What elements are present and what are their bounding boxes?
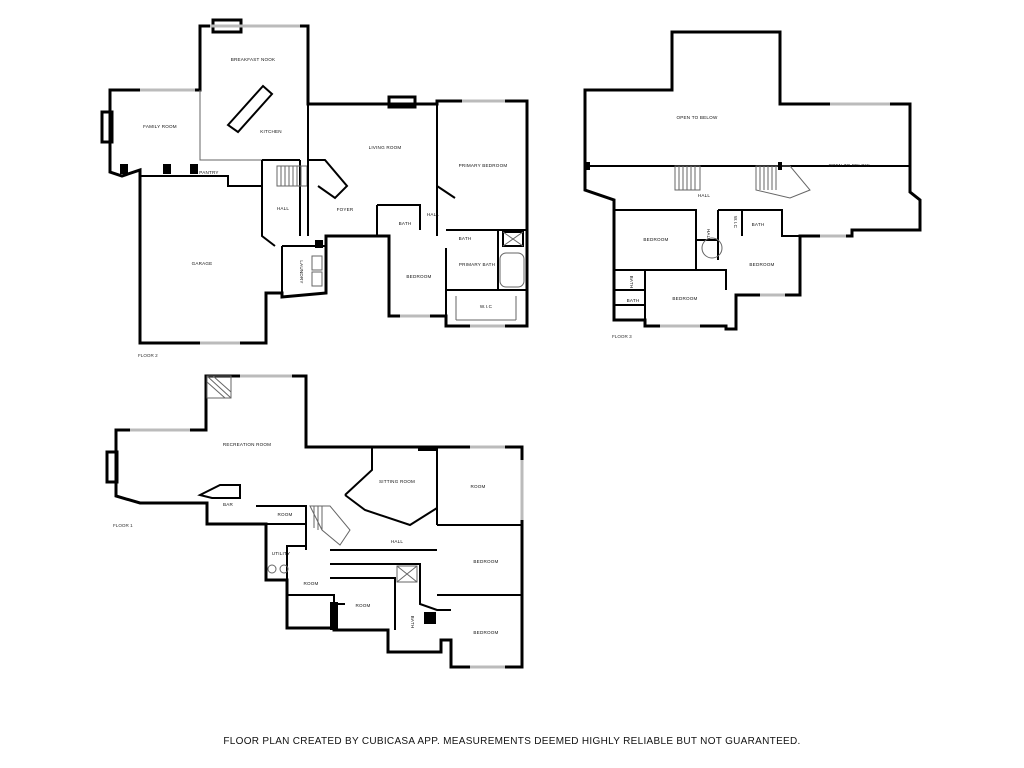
label-bath-2: BATH bbox=[629, 276, 634, 289]
label-bedroom: BEDROOM bbox=[406, 274, 431, 279]
label-bath-2: BATH bbox=[459, 236, 472, 241]
label-kitchen: KITCHEN bbox=[260, 129, 282, 134]
label-bedroom-1: BEDROOM bbox=[643, 237, 668, 242]
label-breakfast-nook: BREAKFAST NOOK bbox=[231, 57, 276, 62]
label-wic: W.I.C bbox=[480, 304, 493, 309]
floor-2-label: FLOOR 2 bbox=[138, 353, 158, 358]
label-hall-vertical: HALL bbox=[706, 229, 711, 242]
label-primary-bedroom: PRIMARY BEDROOM bbox=[459, 163, 508, 168]
label-utility: UTILITY bbox=[272, 551, 291, 556]
label-family-room: FAMILY ROOM bbox=[143, 124, 177, 129]
label-hall: HALL bbox=[277, 206, 290, 211]
label-living-room: LIVING ROOM bbox=[369, 145, 402, 150]
floor-1-label: FLOOR 1 bbox=[113, 523, 133, 528]
label-room-3: ROOM bbox=[303, 581, 318, 586]
label-hall: HALL bbox=[391, 539, 404, 544]
label-bath: BATH bbox=[399, 221, 412, 226]
label-bedroom-2: BEDROOM bbox=[473, 630, 498, 635]
label-bedroom-3: BEDROOM bbox=[672, 296, 697, 301]
label-sitting-room: SITTING ROOM bbox=[379, 479, 415, 484]
label-bath: BATH bbox=[752, 222, 765, 227]
label-wic: W.I.C bbox=[733, 216, 738, 229]
floor-3-label: FLOOR 3 bbox=[612, 334, 632, 339]
label-primary-bath: PRIMARY BATH bbox=[459, 262, 495, 267]
floor-2-plan: BREAKFAST NOOK FAMILY ROOM KITCHEN PANTR… bbox=[100, 18, 529, 358]
label-bedroom-1: BEDROOM bbox=[473, 559, 498, 564]
label-foyer: FOYER bbox=[337, 207, 354, 212]
label-bar: BAR bbox=[223, 502, 234, 507]
label-open-to-below: OPEN TO BELOW bbox=[677, 115, 718, 120]
label-pantry: PANTRY bbox=[199, 170, 218, 175]
label-garage: GARAGE bbox=[192, 261, 213, 266]
floor-1-plan: RECREATION ROOM SITTING ROOM ROOM BAR RO… bbox=[105, 374, 524, 669]
label-laundry: LAUNDRY bbox=[299, 260, 304, 283]
label-room-1: ROOM bbox=[470, 484, 485, 489]
floor-3-plan: OPEN TO BELOW OPEN TO BELOW HALL BEDROOM… bbox=[583, 30, 922, 339]
disclaimer-footer: FLOOR PLAN CREATED BY CUBICASA APP. MEAS… bbox=[223, 736, 801, 747]
label-bath: BATH bbox=[410, 616, 415, 629]
label-open-to-below-2: OPEN TO BELOW bbox=[829, 163, 870, 168]
label-hall-2: HALL bbox=[427, 212, 440, 217]
label-room-2: ROOM bbox=[277, 512, 292, 517]
label-hall: HALL bbox=[698, 193, 711, 198]
label-recreation-room: RECREATION ROOM bbox=[223, 442, 271, 447]
label-room-4: ROOM bbox=[355, 603, 370, 608]
label-bedroom-2: BEDROOM bbox=[749, 262, 774, 267]
label-bath-3: BATH bbox=[627, 298, 640, 303]
